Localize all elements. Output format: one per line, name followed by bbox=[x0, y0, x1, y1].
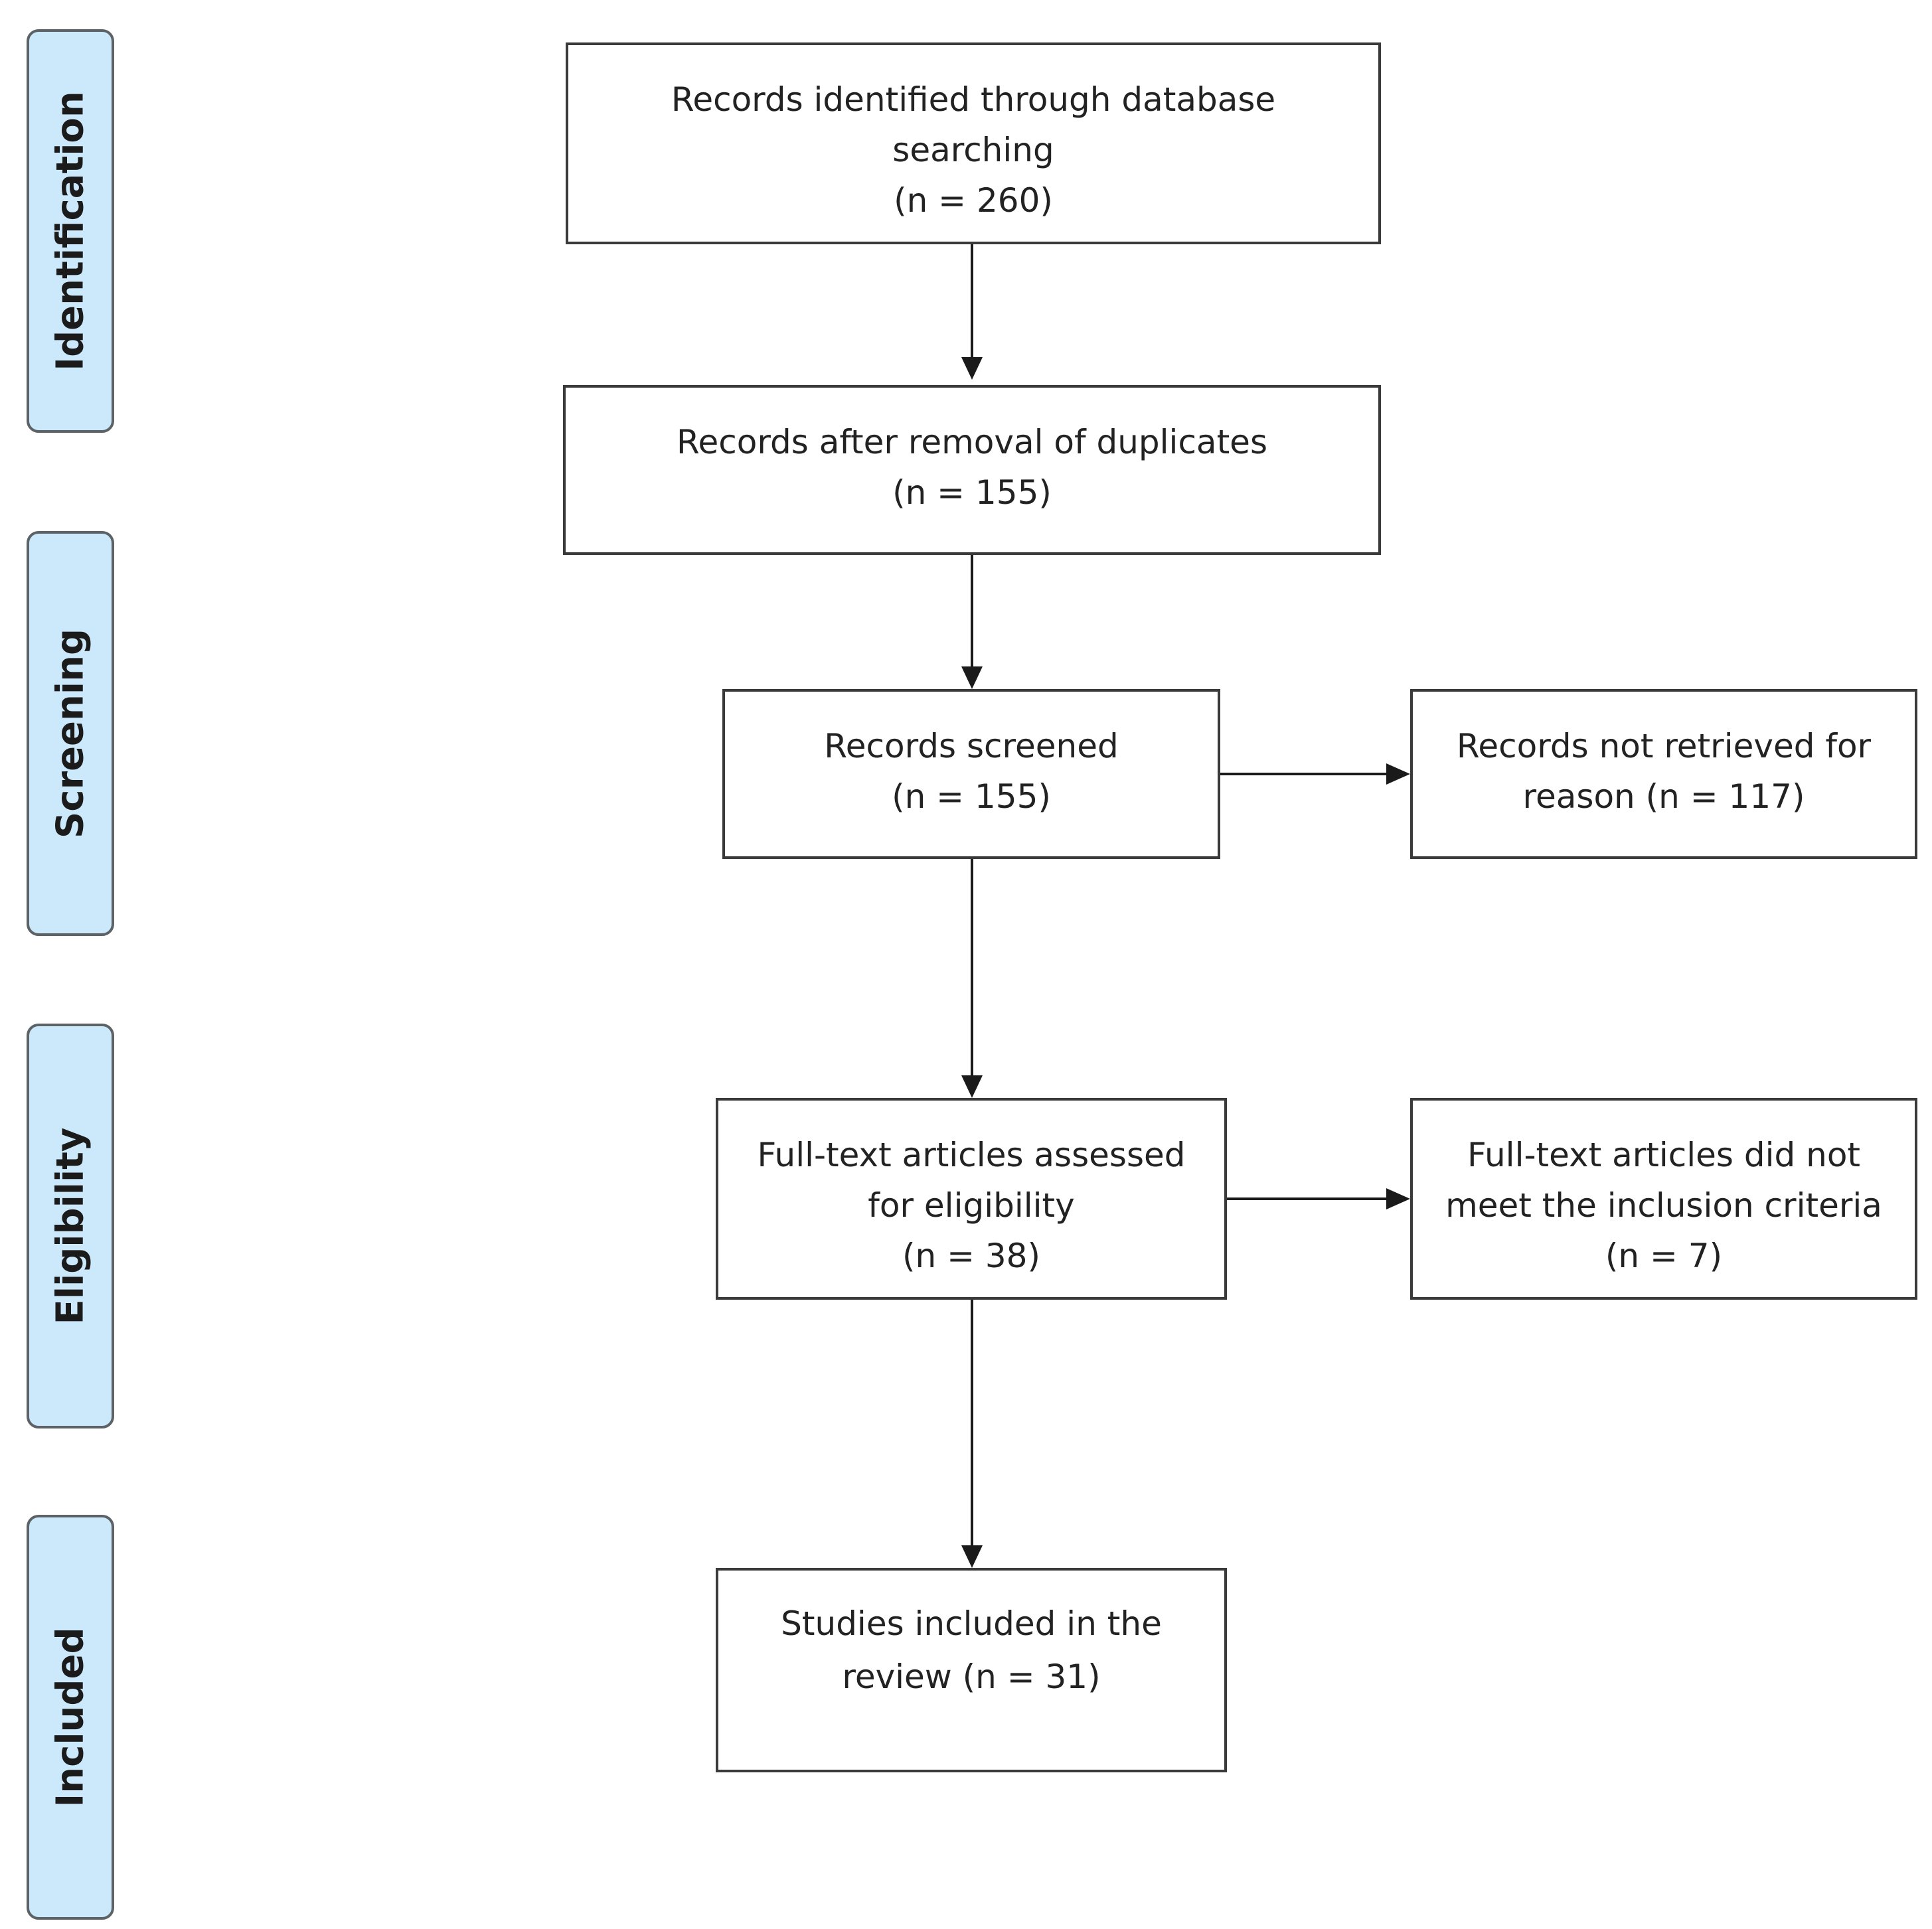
phase-screening: Screening bbox=[27, 531, 114, 936]
arrowhead-4 bbox=[961, 1545, 983, 1568]
box-records-screened-line-1: Records screened bbox=[824, 727, 1119, 765]
box-studies-included-line-2: review (n = 31) bbox=[842, 1658, 1101, 1696]
box-studies-included-line-1: Studies included in the bbox=[781, 1604, 1162, 1643]
box-records-after-duplicates: Records after removal of duplicates (n =… bbox=[563, 385, 1381, 555]
box-full-text-assessed-line-1: Full-text articles assessed bbox=[757, 1136, 1186, 1174]
phase-eligibility: Eligibility bbox=[27, 1024, 114, 1428]
box-records-after-duplicates-line-2: (n = 155) bbox=[892, 473, 1052, 512]
box-records-identified-line-3: (n = 260) bbox=[894, 181, 1053, 220]
box-full-text-assessed: Full-text articles assessed for eligibil… bbox=[716, 1098, 1227, 1300]
box-full-text-assessed-line-3: (n = 38) bbox=[902, 1237, 1040, 1275]
box-studies-included: Studies included in the review (n = 31) bbox=[716, 1568, 1227, 1772]
phase-included: Included bbox=[27, 1515, 114, 1920]
box-full-text-excluded-line-2: meet the inclusion criteria bbox=[1445, 1186, 1882, 1225]
arrowhead-2 bbox=[961, 666, 983, 689]
box-records-identified: Records identified through database sear… bbox=[566, 42, 1381, 244]
box-records-not-retrieved-line-1: Records not retrieved for bbox=[1456, 727, 1872, 765]
box-records-screened-line-2: (n = 155) bbox=[892, 777, 1051, 816]
phase-identification: Identification bbox=[27, 29, 114, 433]
box-records-not-retrieved-line-2: reason (n = 117) bbox=[1522, 777, 1805, 816]
arrowhead-5 bbox=[1386, 763, 1410, 785]
box-records-identified-line-2: searching bbox=[892, 131, 1054, 169]
box-records-after-duplicates-line-1: Records after removal of duplicates bbox=[677, 423, 1267, 461]
arrowhead-6 bbox=[1386, 1188, 1410, 1209]
box-full-text-excluded-line-3: (n = 7) bbox=[1605, 1237, 1723, 1275]
box-full-text-assessed-line-2: for eligibility bbox=[868, 1186, 1075, 1225]
box-full-text-excluded-line-1: Full-text articles did not bbox=[1467, 1136, 1861, 1174]
box-records-screened: Records screened (n = 155) bbox=[722, 689, 1220, 859]
box-records-identified-line-1: Records identified through database bbox=[671, 80, 1276, 119]
arrowhead-3 bbox=[961, 1075, 983, 1098]
box-full-text-excluded: Full-text articles did not meet the incl… bbox=[1410, 1098, 1917, 1300]
arrowhead-1 bbox=[961, 357, 983, 380]
box-records-not-retrieved: Records not retrieved for reason (n = 11… bbox=[1410, 689, 1917, 859]
